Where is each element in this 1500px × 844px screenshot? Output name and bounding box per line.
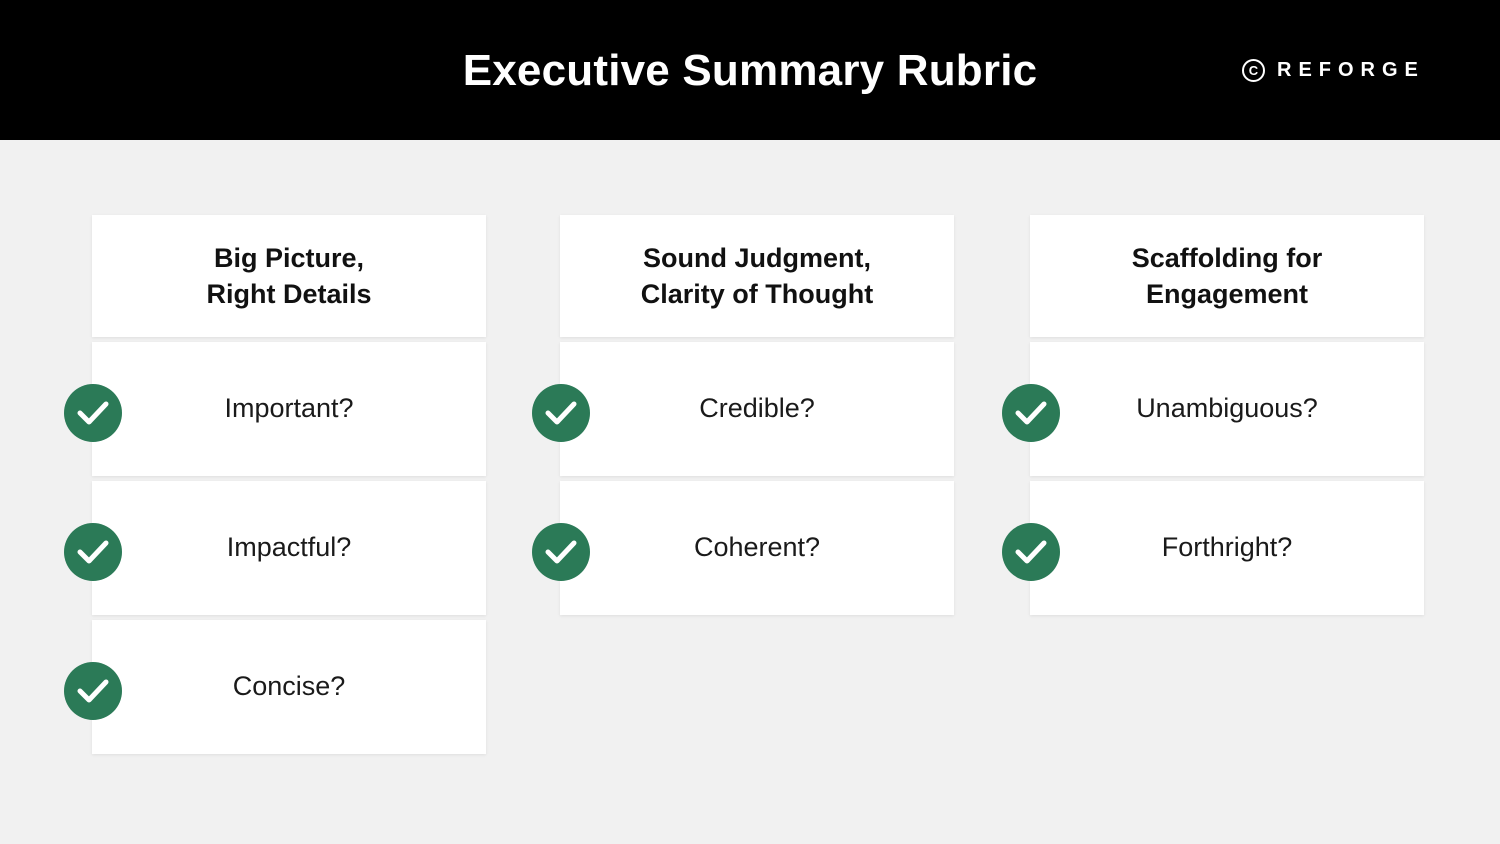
rubric-item-label: Forthright? (1161, 532, 1293, 562)
rubric-item: Impactful? (64, 481, 486, 615)
rubric-column-3: Scaffolding for Engagement Unambiguous? … (1002, 215, 1424, 615)
check-icon (532, 384, 590, 442)
brand-name: REFORGE (1277, 59, 1425, 81)
rubric-item-label: Coherent? (693, 532, 821, 562)
check-icon (64, 662, 122, 720)
column-heading: Sound Judgment, Clarity of Thought (560, 215, 954, 337)
rubric-item-label: Credible? (699, 393, 815, 423)
rubric-item-label: Impactful? (226, 532, 352, 562)
rubric-item: Unambiguous? (1002, 342, 1424, 476)
check-icon (1002, 384, 1060, 442)
page-title: Executive Summary Rubric (462, 46, 1038, 95)
check-icon (64, 384, 122, 442)
rubric-item: Forthright? (1002, 481, 1424, 615)
rubric-item-label: Unambiguous? (1136, 393, 1318, 423)
rubric-item: Concise? (64, 620, 486, 754)
brand-logo: C REFORGE (1242, 57, 1425, 83)
rubric-item-label: Important? (224, 393, 354, 423)
rubric-column-2: Sound Judgment, Clarity of Thought Credi… (532, 215, 954, 615)
column-heading: Scaffolding for Engagement (1030, 215, 1424, 337)
rubric-item-label: Concise? (232, 671, 346, 701)
rubric-item: Important? (64, 342, 486, 476)
rubric-item: Coherent? (532, 481, 954, 615)
copyright-icon: C (1242, 58, 1265, 82)
header-bar: Executive Summary Rubric C REFORGE (0, 0, 1500, 140)
check-icon (532, 523, 590, 581)
rubric-item: Credible? (532, 342, 954, 476)
check-icon (1002, 523, 1060, 581)
rubric-column-1: Big Picture, Right Details Important? Im… (64, 215, 486, 754)
check-icon (64, 523, 122, 581)
column-heading: Big Picture, Right Details (92, 215, 486, 337)
